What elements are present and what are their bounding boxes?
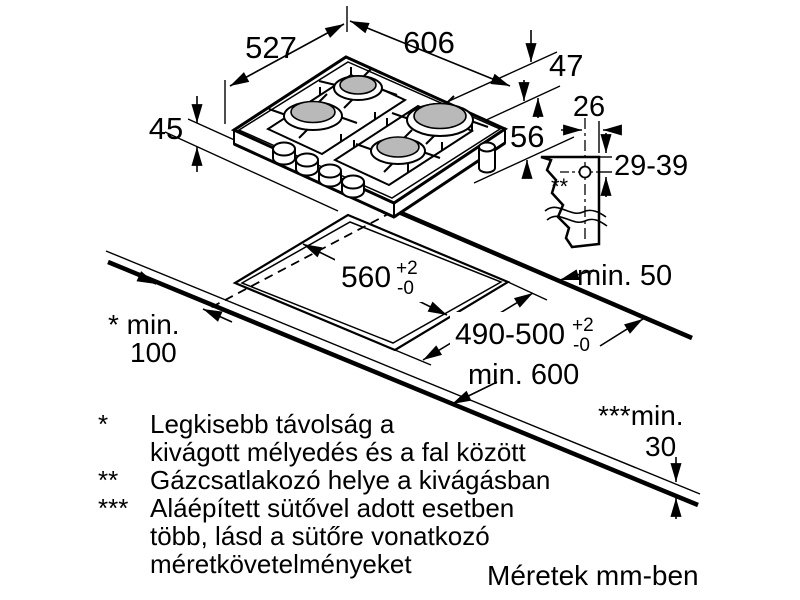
dim-560-label: 560 <box>341 261 391 294</box>
min-30-label-2: 30 <box>645 431 676 462</box>
pan-support-left <box>265 73 408 156</box>
worktop-front-top-line <box>105 250 701 495</box>
dim-560-tol-minus: -0 <box>397 278 414 299</box>
burner-front <box>355 129 441 173</box>
footnote-1-line-2: kivágott mélyedés és a fal között <box>150 437 527 467</box>
dim-56-label: 56 <box>510 119 544 154</box>
dim-560-tol-plus: +2 <box>396 258 418 279</box>
gas-connection-point <box>578 165 592 179</box>
footnote-marker-3: *** <box>98 493 128 523</box>
min-600-arrow-top <box>599 318 644 347</box>
min-100-label-2: 100 <box>130 337 177 368</box>
dim-490-500-tol-minus: -0 <box>573 335 590 356</box>
dim-527-label: 527 <box>245 30 297 65</box>
burner-left <box>268 93 358 139</box>
dim-606-label: 606 <box>403 25 455 60</box>
label-bg-490-500 <box>450 312 595 352</box>
worktop-edges <box>105 207 701 508</box>
detail-marker-label: ** <box>551 174 569 199</box>
min-30-label-1: ***min. <box>598 400 684 431</box>
min-50-arrow <box>559 269 595 281</box>
dim-29-39-label: 29-39 <box>614 150 688 182</box>
control-knobs <box>272 141 365 199</box>
worktop-front-bottom-line <box>107 259 699 508</box>
dim-26-label: 26 <box>573 91 605 123</box>
min-600-label: min. 600 <box>468 359 579 391</box>
dim-45-label: 45 <box>149 111 183 146</box>
burner-right <box>391 95 489 145</box>
dim-606-line <box>349 20 511 87</box>
footnotes: * Legkisebb távolság a kivágott mélyedés… <box>98 409 550 579</box>
burner-rear <box>318 67 398 109</box>
dim-527-line <box>229 23 345 87</box>
min-50-label: min. 50 <box>577 260 672 292</box>
footnote-3-line-3: méretkövetelményeket <box>150 549 412 579</box>
break-line-1 <box>544 206 607 218</box>
label-bg-560 <box>335 258 423 302</box>
pan-support-ticks <box>286 67 473 172</box>
hob-isometric-view <box>230 55 509 219</box>
footnote-marker-2: ** <box>98 465 118 495</box>
footnote-2-line-1: Gázcsatlakozó helye a kivágásban <box>150 465 550 495</box>
units-note: Méretek mm-ben <box>487 560 699 591</box>
min-100-arrow-left <box>120 267 157 285</box>
dim-47-label: 47 <box>549 48 583 83</box>
worktop-cutout-outline <box>232 213 511 352</box>
footnote-3-line-2: több, lásd a sütőre vonatkozó <box>150 521 490 551</box>
cutout-projection-dashed-line <box>209 211 393 309</box>
footnote-1-line-1: Legkisebb távolság a <box>150 409 395 439</box>
dim-490-500-label: 490-500 <box>455 318 565 351</box>
min-100-label-1: * min. <box>108 309 180 340</box>
min-100-arrow-right <box>202 308 233 323</box>
rear-wall-edge-line <box>393 207 693 341</box>
gas-connection-detail <box>540 118 622 249</box>
footnote-marker-1: * <box>98 409 108 439</box>
dim-490-500-tol-plus: +2 <box>572 315 594 336</box>
min-600-arrow-bottom <box>451 381 498 405</box>
dimension-labels: 527 606 45 47 56 26 29-39 ** 560 +2 -0 4… <box>108 25 688 462</box>
footnote-3-line-1: Aláépített sütővel adott esetben <box>150 493 514 523</box>
hob-foot <box>478 141 496 174</box>
